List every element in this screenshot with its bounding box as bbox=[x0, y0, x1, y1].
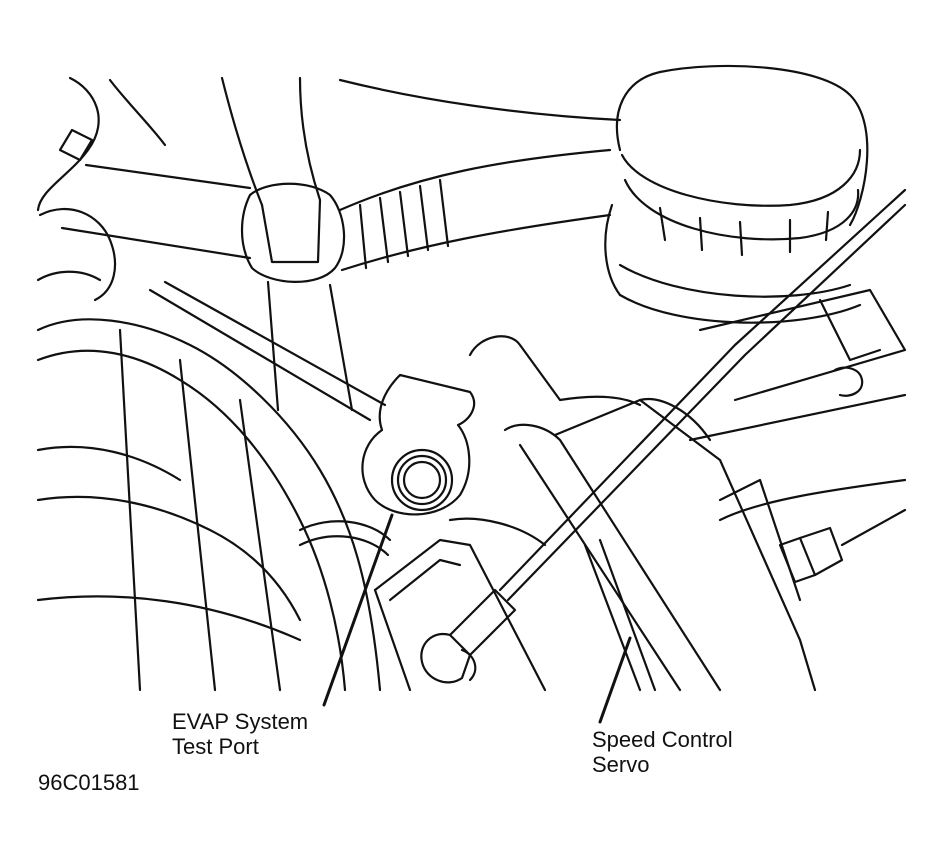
right-bracket bbox=[688, 288, 907, 522]
servo-label-line1: Speed Control bbox=[592, 727, 733, 752]
evap-test-port-label: EVAP System Test Port bbox=[172, 709, 308, 759]
evap-label-line1: EVAP System bbox=[172, 709, 309, 734]
servo-label-line2: Servo bbox=[592, 752, 650, 777]
upper-curved-hose bbox=[338, 78, 622, 272]
figure-id: 96C01581 bbox=[38, 770, 140, 795]
evap-label-line2: Test Port bbox=[172, 734, 259, 759]
evap-test-port bbox=[361, 373, 476, 516]
intake-duct bbox=[36, 280, 392, 692]
speed-control-servo bbox=[448, 335, 817, 692]
upper-left-hoses bbox=[36, 76, 252, 302]
speed-control-servo-label: Speed Control Servo bbox=[592, 727, 733, 777]
lower-mount-plate bbox=[373, 538, 547, 692]
vertical-hose bbox=[220, 76, 354, 412]
servo-leader-line bbox=[598, 636, 632, 724]
speed-control-cable bbox=[420, 188, 907, 684]
reservoir-cap bbox=[604, 64, 869, 324]
mounting-stud bbox=[778, 508, 907, 584]
evap-leader-line bbox=[322, 513, 394, 707]
